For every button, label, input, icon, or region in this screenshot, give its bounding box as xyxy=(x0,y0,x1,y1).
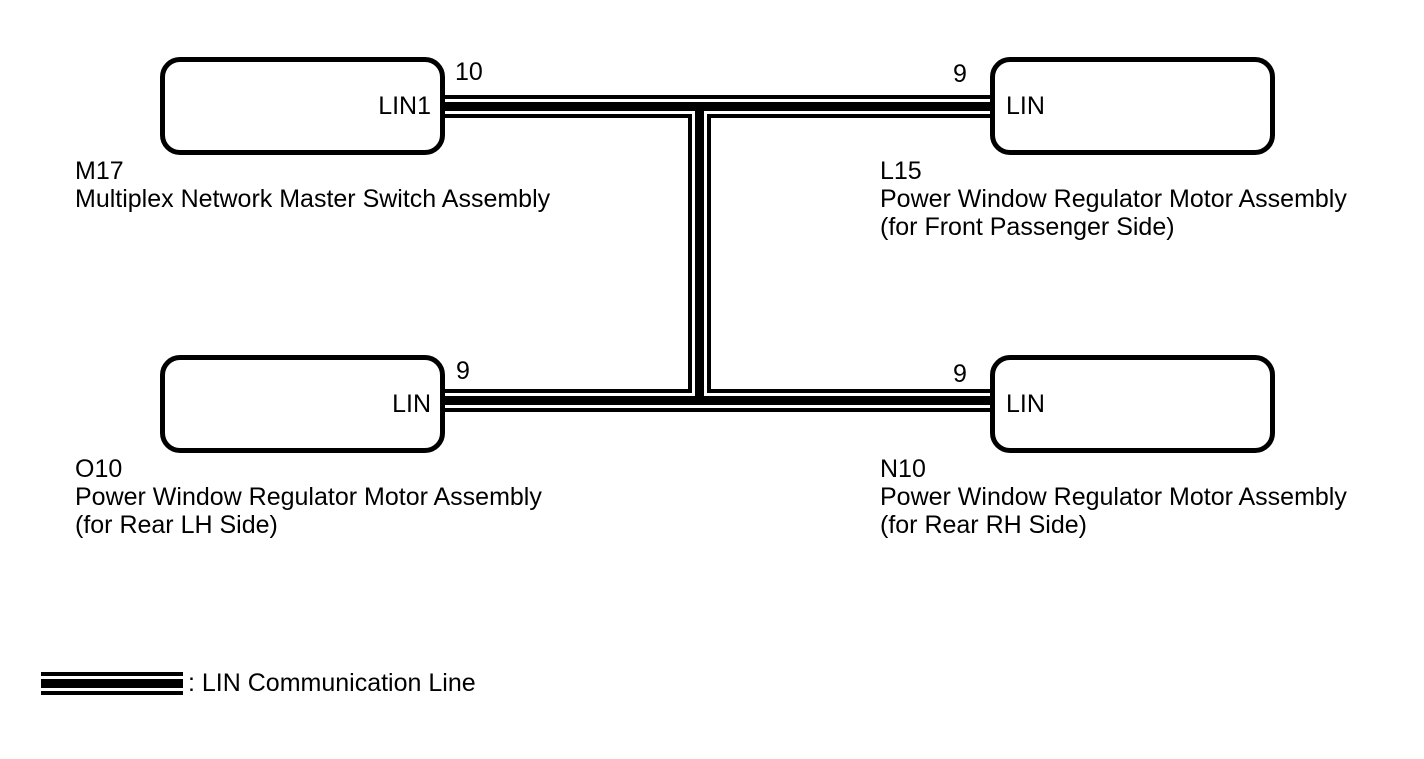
wire-segment xyxy=(711,389,990,393)
node-box-m17: LIN1 xyxy=(160,57,445,155)
port-label-m17: LIN1 xyxy=(378,91,431,120)
port-label-o10: LIN xyxy=(392,389,431,418)
node-detail-o10: (for Rear LH Side) xyxy=(75,511,278,539)
port-label-l15: LIN xyxy=(1006,91,1045,120)
port-label-n10: LIN xyxy=(1006,389,1045,418)
node-code-n10: N10 xyxy=(880,455,926,483)
node-box-o10: LIN xyxy=(160,355,445,453)
wire-segment xyxy=(707,114,711,393)
lin-line-swatch xyxy=(41,671,183,695)
node-name-n10: Power Window Regulator Motor Assembly xyxy=(880,483,1347,511)
wire-segment xyxy=(695,105,704,400)
wire-segment xyxy=(445,389,688,393)
pin-number-n10: 9 xyxy=(953,360,967,388)
pin-number-l15: 9 xyxy=(953,60,967,88)
node-box-l15: LIN xyxy=(990,57,1275,155)
pin-number-m17: 10 xyxy=(455,58,483,86)
wire-segment xyxy=(445,95,990,99)
pin-number-o10: 9 xyxy=(456,357,470,385)
node-name-o10: Power Window Regulator Motor Assembly xyxy=(75,483,542,511)
legend: : LIN Communication Line xyxy=(41,669,476,697)
node-code-m17: M17 xyxy=(75,157,124,185)
wire-segment xyxy=(445,396,990,405)
wire-segment xyxy=(445,408,990,412)
legend-label: : LIN Communication Line xyxy=(188,669,476,697)
node-label-n10: N10 Power Window Regulator Motor Assembl… xyxy=(880,455,1347,539)
node-name-l15: Power Window Regulator Motor Assembly xyxy=(880,185,1347,213)
top-bus-wire xyxy=(445,95,990,118)
node-detail-l15: (for Front Passenger Side) xyxy=(880,213,1175,241)
node-detail-n10: (for Rear RH Side) xyxy=(880,511,1087,539)
wire-segment xyxy=(445,102,990,111)
node-label-o10: O10 Power Window Regulator Motor Assembl… xyxy=(75,455,542,539)
node-label-l15: L15 Power Window Regulator Motor Assembl… xyxy=(880,157,1347,241)
node-name-m17: Multiplex Network Master Switch Assembly xyxy=(75,185,551,213)
wire-segment xyxy=(688,114,692,393)
node-label-m17: M17 Multiplex Network Master Switch Asse… xyxy=(75,157,550,213)
bottom-bus-wire xyxy=(445,389,990,412)
node-box-n10: LIN xyxy=(990,355,1275,453)
vertical-bus-wire xyxy=(688,105,711,400)
wire-segment xyxy=(445,114,688,118)
wire-segment xyxy=(711,114,990,118)
node-code-l15: L15 xyxy=(880,157,922,185)
node-code-o10: O10 xyxy=(75,455,123,483)
